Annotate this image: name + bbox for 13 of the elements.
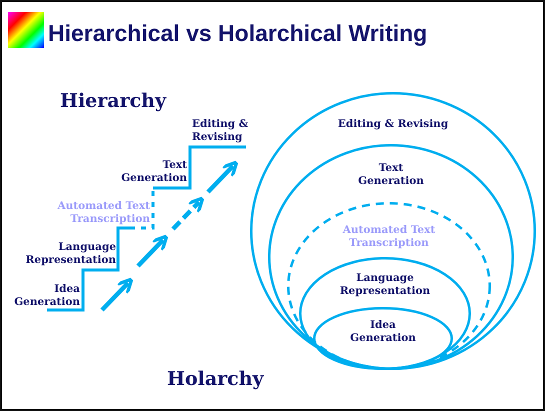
section-heading: Holarchy (167, 368, 264, 390)
step-label: Text Generation (120, 159, 187, 185)
step-label: Editing & Revising (192, 118, 250, 144)
step-label: Language Representation (24, 241, 116, 267)
step-label: Idea Generation (13, 283, 80, 309)
step-label: Automated Text Transcription (56, 200, 150, 226)
ellipse-label: Language Representation (338, 272, 432, 298)
ellipse-label: Editing & Revising (336, 118, 450, 131)
section-heading: Hierarchy (60, 90, 166, 112)
ellipse-label: Idea Generation (349, 319, 417, 345)
ellipse-label: Text Generation (357, 162, 425, 188)
slide-title: Hierarchical vs Holarchical Writing (48, 20, 428, 47)
ellipse-label: Automated Text Transcription (342, 224, 436, 250)
